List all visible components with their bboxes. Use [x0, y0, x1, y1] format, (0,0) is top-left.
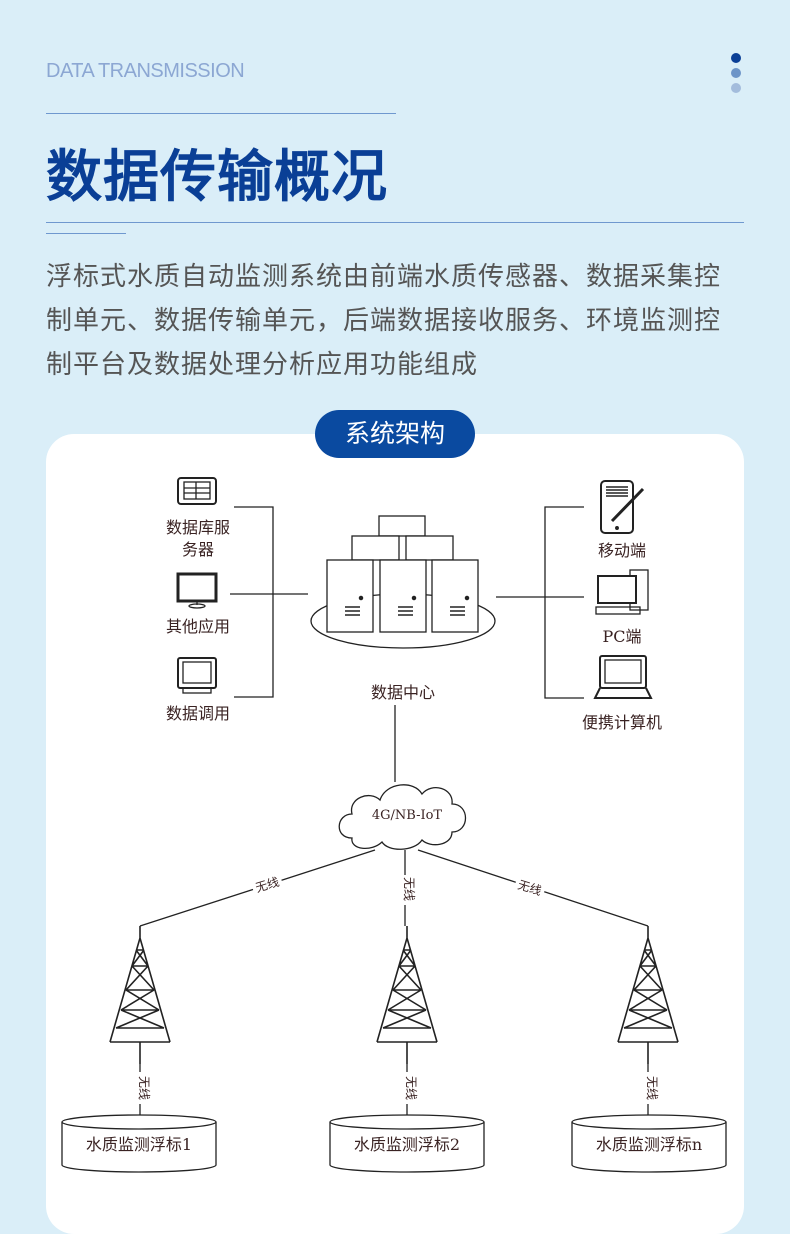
laptop-icon	[593, 655, 653, 699]
node-label: 数据库服	[166, 518, 230, 537]
wireless-label: 无线	[254, 875, 281, 895]
monitor-icon	[176, 572, 218, 609]
divider	[46, 222, 744, 223]
tower-icon	[617, 925, 679, 1065]
section-subtitle: DATA TRANSMISSION	[46, 60, 245, 82]
architecture-diagram: 数据库服 务器 其他应用 数据调用 数据中心 移动端 PC端 便携计算机 4G/…	[61, 477, 727, 1173]
node-label: 其他应用	[166, 617, 230, 636]
tower-icon	[109, 926, 171, 1064]
page-title: 数据传输概况	[46, 145, 388, 210]
buoy-n	[571, 1114, 727, 1173]
wireless-label: 无线	[645, 1076, 659, 1100]
description: 浮标式水质自动监测系统由前端水质传感器、数据采集控制单元、数据传输单元，后端数据…	[46, 262, 722, 380]
pager-dot-3	[731, 83, 741, 93]
wireless-label: 无线	[402, 877, 416, 901]
server-cluster-icon	[310, 515, 496, 649]
tablet-icon	[177, 477, 217, 505]
data-center-label: 数据中心	[371, 683, 435, 702]
node-label: 务器	[182, 540, 214, 559]
node-label: 便携计算机	[582, 713, 662, 732]
pager-dot-1	[731, 53, 741, 63]
section-badge: 系统架构	[315, 410, 475, 458]
wireless-label: 无线	[516, 878, 543, 898]
buoy-label: 水质监测浮标n	[596, 1135, 702, 1154]
divider-short	[46, 233, 126, 234]
buoy-label: 水质监测浮标2	[354, 1135, 460, 1154]
wireless-label: 无线	[137, 1076, 151, 1100]
desktop-pc-icon	[595, 569, 649, 615]
buoy-1	[61, 1114, 217, 1173]
wireless-label: 无线	[404, 1076, 418, 1100]
network-label: 4G/NB-IoT	[372, 808, 443, 823]
node-label: PC端	[602, 627, 641, 646]
crt-monitor-icon	[177, 657, 217, 694]
divider	[46, 113, 396, 114]
node-label: 数据调用	[166, 704, 230, 723]
pda-icon	[600, 480, 645, 534]
tower-icon	[376, 925, 438, 1065]
cloud-icon	[338, 784, 467, 850]
pager-dot-2	[731, 68, 741, 78]
node-label: 移动端	[598, 541, 646, 560]
buoy-label: 水质监测浮标1	[86, 1135, 192, 1154]
buoy-2	[329, 1114, 485, 1173]
